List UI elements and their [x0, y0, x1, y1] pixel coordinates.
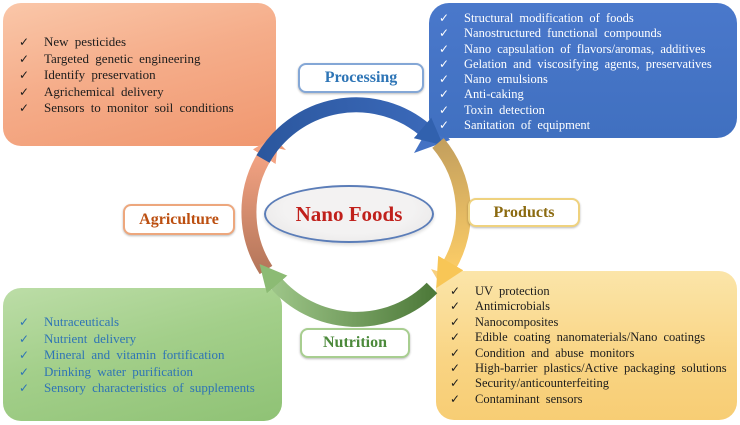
list-item: ✓ Nano capsulation of flavors/aromas, add…	[439, 42, 731, 57]
list-item-text: Agrichemical delivery	[44, 83, 164, 99]
check-icon: ✓	[19, 331, 30, 346]
check-icon: ✓	[19, 84, 30, 99]
list-item: ✓ Nano emulsions	[439, 72, 731, 87]
nutrition-label-text: Nutrition	[323, 334, 387, 351]
check-icon: ✓	[439, 72, 450, 87]
check-icon: ✓	[450, 299, 461, 314]
check-icon: ✓	[19, 364, 30, 379]
list-item-text: Anti-caking	[464, 87, 524, 102]
agriculture-items-panel: ✓ New pesticides ✓ Targeted genetic enginee…	[3, 3, 276, 146]
list-item-text: Nutrient delivery	[44, 330, 137, 346]
list-item-text: Toxin detection	[464, 102, 545, 117]
products-label-text: Products	[493, 203, 555, 221]
check-icon: ✓	[450, 330, 461, 345]
check-icon: ✓	[19, 315, 30, 329]
check-icon: ✓	[439, 118, 450, 133]
products-items-panel: ✓ UV protection ✓ Antimicrobials ✓ Nanocompos…	[436, 271, 737, 420]
node-label-agriculture: Agriculture	[123, 204, 235, 235]
check-icon: ✓	[439, 11, 450, 25]
list-item-text: Gelation and viscosifying agents, preser…	[464, 56, 712, 71]
list-item: ✓ Sensors to monitor soil conditions	[19, 100, 268, 117]
check-icon: ✓	[19, 101, 30, 116]
list-item: ✓ Mineral and vitamin fortification	[19, 347, 276, 364]
list-item: ✓ Antimicrobials	[450, 299, 731, 314]
list-item: ✓ Contaminant sensors	[450, 392, 731, 407]
list-item-text: Condition and abuse monitors	[475, 345, 635, 360]
check-icon: ✓	[439, 87, 450, 102]
list-item-text: Identify preservation	[44, 67, 156, 83]
agriculture-label-text: Agriculture	[139, 210, 219, 228]
list-item: ✓ Drinking water purification	[19, 364, 276, 381]
node-label-processing: Processing	[298, 63, 424, 93]
check-icon: ✓	[450, 284, 461, 298]
check-icon: ✓	[450, 391, 461, 406]
processing-items-panel: ✓ Structural modification of foods ✓ Nanost…	[429, 3, 737, 138]
list-item-text: UV protection	[475, 284, 550, 298]
list-item-text: Drinking water purification	[44, 363, 193, 379]
list-item: ✓ Agrichemical delivery	[19, 84, 268, 101]
list-item: ✓ Toxin detection	[439, 103, 731, 118]
center-node: Nano Foods	[264, 185, 434, 243]
processing-item-list: ✓ Structural modification of foods ✓ Nanost…	[439, 11, 731, 133]
list-item: ✓ Targeted genetic engineering	[19, 51, 268, 68]
list-item: ✓ Nanostructured functional compounds	[439, 26, 731, 41]
list-item-text: Sensory characteristics of supplements	[44, 380, 255, 396]
list-item: ✓ Nanocomposites	[450, 315, 731, 330]
nutrition-items-panel: ✓ Nutraceuticals ✓ Nutrient delivery ✓ Minera…	[3, 288, 282, 421]
list-item-text: Mineral and vitamin fortification	[44, 347, 225, 363]
check-icon: ✓	[19, 348, 30, 363]
check-icon: ✓	[19, 51, 30, 66]
list-item-text: Sanitation of equipment	[464, 118, 591, 133]
check-icon: ✓	[19, 68, 30, 83]
check-icon: ✓	[450, 361, 461, 376]
check-icon: ✓	[19, 35, 30, 49]
node-label-nutrition: Nutrition	[300, 328, 410, 358]
agriculture-item-list: ✓ New pesticides ✓ Targeted genetic enginee…	[19, 34, 268, 117]
node-label-products: Products	[468, 198, 580, 227]
list-item: ✓ Security/anticounterfeiting	[450, 376, 731, 391]
list-item-text: Targeted genetic engineering	[44, 50, 201, 66]
list-item: ✓ Sanitation of equipment	[439, 118, 731, 133]
nutrition-item-list: ✓ Nutraceuticals ✓ Nutrient delivery ✓ Minera…	[19, 314, 276, 397]
list-item-text: Structural modification of foods	[464, 11, 634, 25]
list-item: ✓ Anti-caking	[439, 87, 731, 102]
center-node-title: Nano Foods	[295, 201, 403, 226]
list-item: ✓ Structural modification of foods	[439, 11, 731, 26]
list-item: ✓ UV protection	[450, 284, 731, 299]
check-icon: ✓	[19, 381, 30, 396]
list-item: ✓ Identify preservation	[19, 67, 268, 84]
list-item-text: New pesticides	[44, 34, 127, 49]
list-item-text: Nutraceuticals	[44, 314, 120, 329]
list-item: ✓ High-barrier plastics/Active packaging …	[450, 361, 731, 376]
list-item: ✓ Edible coating nanomaterials/Nano coati…	[450, 330, 731, 345]
list-item-text: Nanocomposites	[475, 314, 559, 329]
list-item: ✓ Sensory characteristics of supplements	[19, 380, 276, 397]
products-item-list: ✓ UV protection ✓ Antimicrobials ✓ Nanocompos…	[450, 284, 731, 407]
list-item-text: Nano emulsions	[464, 72, 548, 87]
list-item: ✓ Nutrient delivery	[19, 331, 276, 348]
list-item-text: Antimicrobials	[475, 299, 550, 314]
list-item-text: High-barrier plastics/Active packaging s…	[475, 361, 727, 376]
list-item: ✓ Condition and abuse monitors	[450, 346, 731, 361]
list-item: ✓ Gelation and viscosifying agents, prese…	[439, 57, 731, 72]
list-item: ✓ Nutraceuticals	[19, 314, 276, 331]
check-icon: ✓	[439, 102, 450, 117]
list-item-text: Security/anticounterfeiting	[475, 376, 609, 391]
check-icon: ✓	[450, 345, 461, 360]
list-item-text: Nano capsulation of flavors/aromas, addi…	[464, 41, 706, 56]
list-item-text: Nanostructured functional compounds	[464, 26, 662, 41]
check-icon: ✓	[439, 56, 450, 71]
check-icon: ✓	[439, 41, 450, 56]
list-item-text: Sensors to monitor soil conditions	[44, 100, 234, 116]
check-icon: ✓	[450, 314, 461, 329]
check-icon: ✓	[439, 26, 450, 41]
list-item-text: Edible coating nanomaterials/Nano coatin…	[475, 330, 706, 345]
list-item: ✓ New pesticides	[19, 34, 268, 51]
processing-label-text: Processing	[324, 69, 398, 86]
check-icon: ✓	[450, 376, 461, 391]
list-item-text: Contaminant sensors	[475, 391, 583, 406]
